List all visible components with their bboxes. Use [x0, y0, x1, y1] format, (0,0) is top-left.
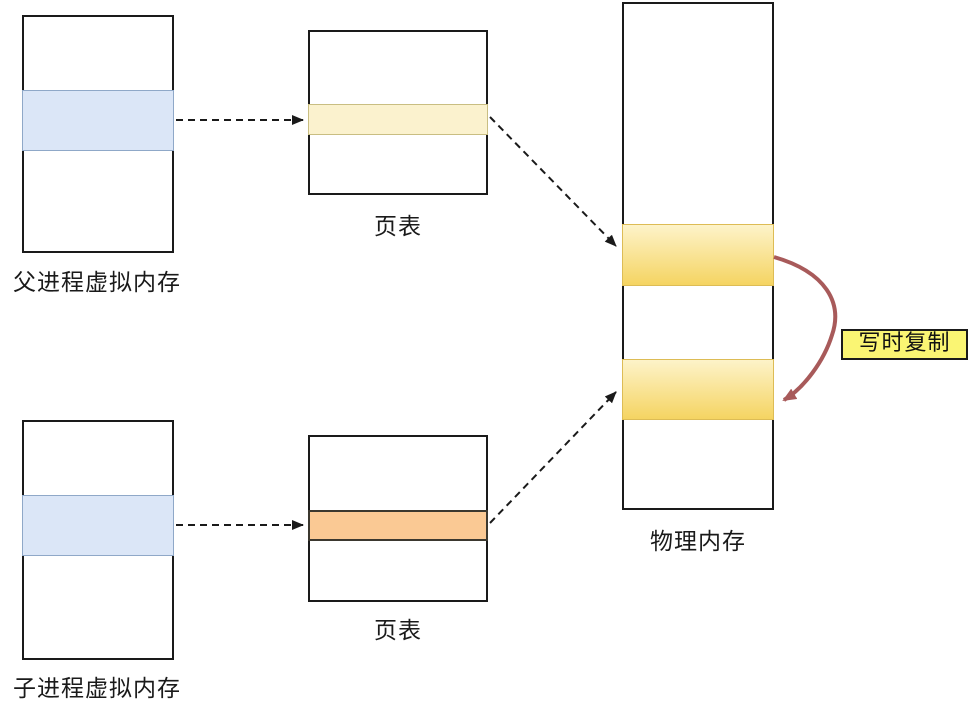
child-page-table-label: 页表: [374, 618, 422, 644]
physical-page-band-shared: [622, 224, 774, 286]
physical-memory-label: 物理内存: [650, 529, 746, 555]
copy-on-write-arrow: [773, 255, 838, 402]
parent-page-table-label: 页表: [374, 214, 422, 240]
child-page-table-to-phys-arrow: [489, 391, 617, 524]
cow-badge: 写时复制: [841, 329, 968, 360]
parent-vm-mapped-band: [22, 90, 174, 151]
physical-page-band-copied: [622, 359, 774, 420]
parent-vm-label: 父进程虚拟内存: [13, 270, 181, 296]
child-vm-mapped-band: [22, 495, 174, 556]
parent-page-table-to-phys-arrow: [489, 116, 617, 247]
parent-page-table-entry: [308, 104, 488, 135]
child-vm-label: 子进程虚拟内存: [13, 676, 181, 702]
child-page-table-entry: [308, 510, 488, 541]
